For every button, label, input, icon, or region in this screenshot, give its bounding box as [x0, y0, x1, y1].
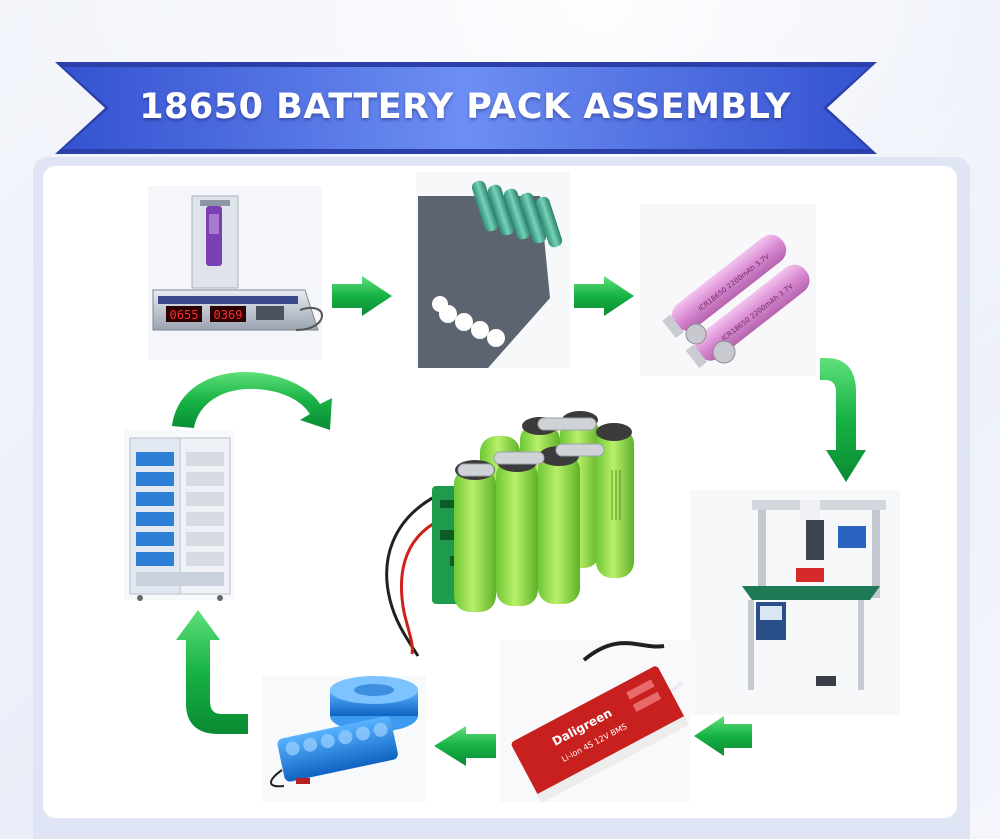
flow-arrow	[694, 716, 752, 756]
pink-cells-image: ICR18650 2200mAh 3.7V ICR18650 2200mAh 3…	[640, 204, 816, 376]
display-left: 0655	[170, 308, 199, 322]
resistance-tester-image: 0655 0369	[148, 186, 323, 360]
flow-arrow	[172, 372, 332, 430]
page-title: 18650 BATTERY PACK ASSEMBLY	[139, 87, 791, 127]
spot-welder-image	[690, 490, 900, 715]
flow-arrow	[820, 358, 866, 482]
insulation-paper-image	[416, 172, 570, 368]
finished-battery-pack-image	[385, 411, 634, 657]
flow-arrow	[574, 276, 634, 316]
flow-arrow	[176, 610, 248, 734]
grading-cabinet-image	[124, 430, 234, 601]
heat-shrink-pack-image	[262, 676, 426, 802]
flow-arrow	[332, 276, 392, 316]
display-right: 0369	[214, 308, 243, 322]
title-banner	[55, 62, 877, 154]
flow-arrow	[434, 726, 496, 766]
bms-board-image: Daligreen Li-ion 4S 12V BMS	[500, 640, 690, 803]
